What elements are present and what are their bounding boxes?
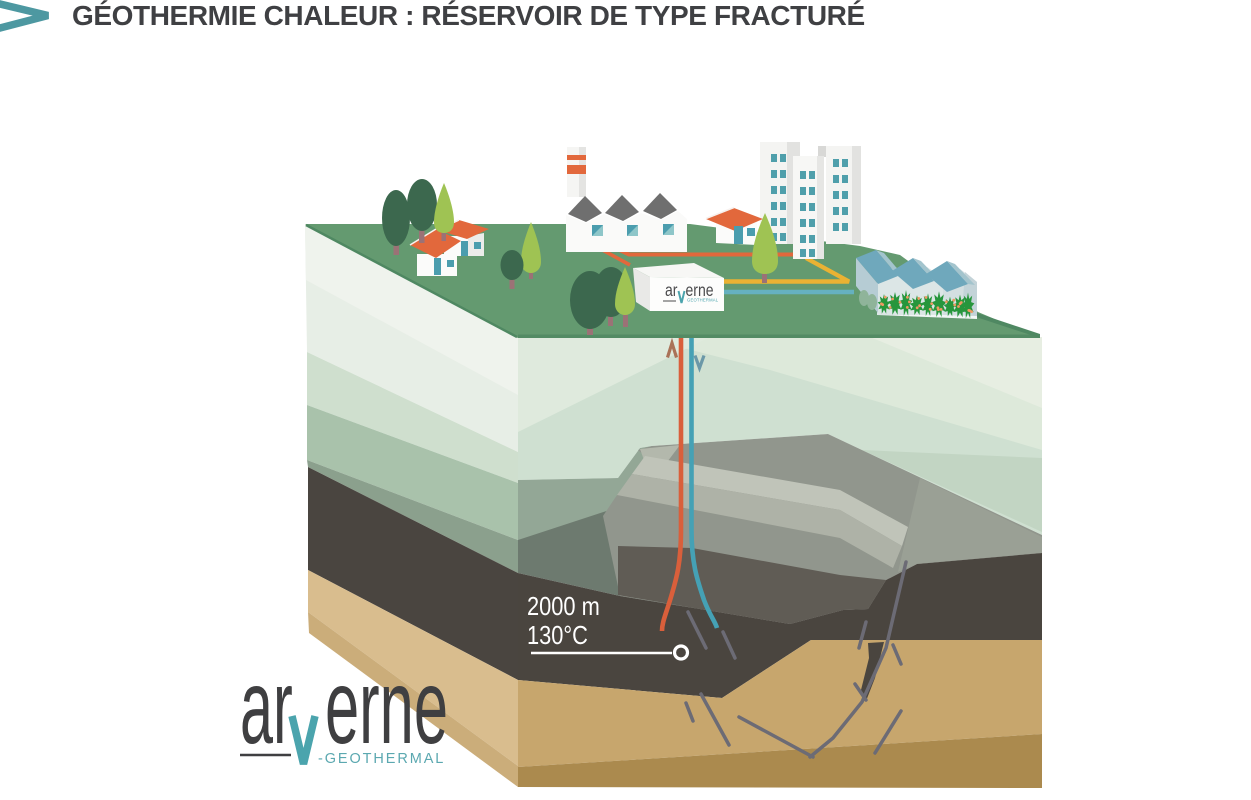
svg-text:130°C: 130°C [527, 621, 588, 650]
svg-text:ar: ar [665, 280, 678, 300]
svg-text:erne: erne [686, 280, 714, 300]
svg-text:GEOTHERMAL: GEOTHERMAL [687, 298, 719, 303]
svg-text:-GEOTHERMAL: -GEOTHERMAL [318, 751, 445, 767]
svg-text:2000 m: 2000 m [527, 592, 600, 621]
svg-text:ar: ar [240, 648, 293, 766]
svg-text:GÉOTHERMIE CHALEUR : RÉSERVOIR: GÉOTHERMIE CHALEUR : RÉSERVOIR DE TYPE F… [72, 0, 865, 31]
svg-text:erne: erne [325, 649, 448, 766]
